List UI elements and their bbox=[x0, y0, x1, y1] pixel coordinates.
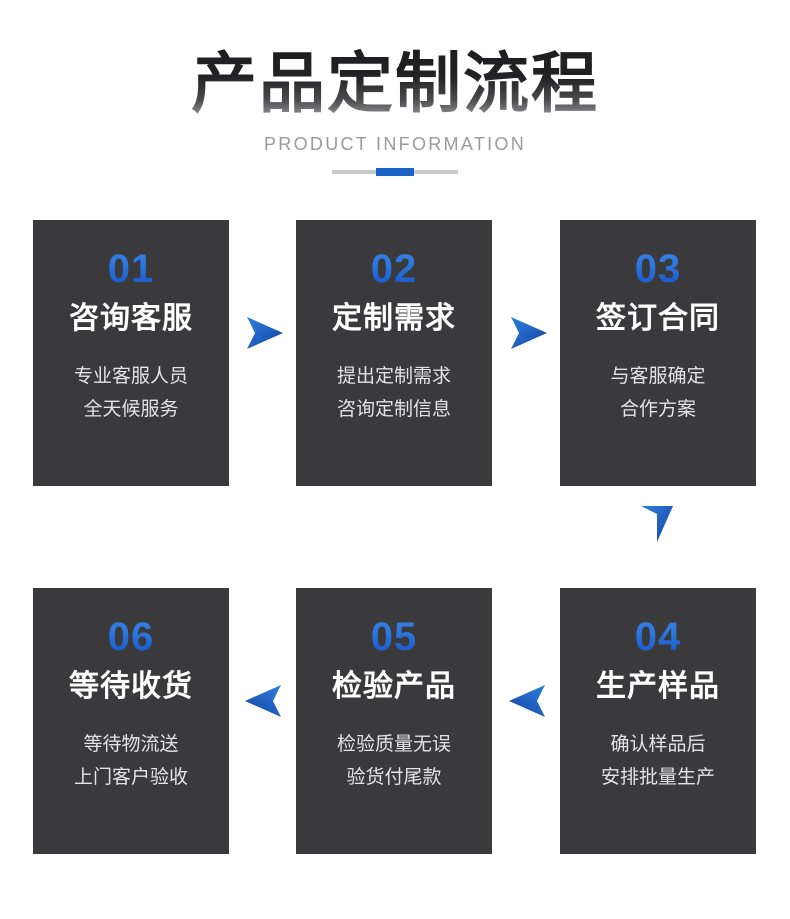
arrow-right-icon bbox=[505, 310, 551, 356]
step-title: 生产样品 bbox=[596, 670, 720, 703]
step-number: 05 bbox=[370, 615, 418, 659]
step-desc-line1: 确认样品后 bbox=[610, 734, 706, 755]
step-desc-line1: 提出定制需求 bbox=[336, 366, 451, 387]
step-title: 等待收货 bbox=[69, 670, 193, 703]
step-desc-line2: 上门客户验收 bbox=[73, 767, 188, 788]
arrow-left-icon bbox=[505, 678, 551, 724]
step-number: 04 bbox=[634, 615, 682, 659]
arrow-right-icon bbox=[241, 310, 287, 356]
step-number: 02 bbox=[370, 247, 418, 291]
step-number: 06 bbox=[107, 615, 155, 659]
step-number: 01 bbox=[107, 247, 155, 291]
flow-step-card-03[interactable]: 03 签订合同 与客服确定 合作方案 bbox=[560, 220, 756, 486]
page-title: 产品定制流程 bbox=[0, 44, 790, 122]
arrow-down-icon bbox=[634, 500, 680, 546]
step-desc-line2: 验货付尾款 bbox=[346, 767, 442, 788]
step-number: 03 bbox=[634, 247, 682, 291]
title-divider bbox=[332, 168, 458, 176]
step-title: 定制需求 bbox=[332, 302, 456, 335]
step-desc-line1: 等待物流送 bbox=[83, 734, 179, 755]
flow-step-card-06[interactable]: 06 等待收货 等待物流送 上门客户验收 bbox=[33, 588, 229, 854]
page-header: 产品定制流程 PRODUCT INFORMATION bbox=[0, 0, 790, 200]
page-subtitle: PRODUCT INFORMATION bbox=[263, 134, 527, 154]
arrow-left-icon bbox=[241, 678, 287, 724]
flow-step-card-05[interactable]: 05 检验产品 检验质量无误 验货付尾款 bbox=[296, 588, 492, 854]
step-desc-line2: 全天候服务 bbox=[83, 399, 179, 420]
step-desc-line2: 安排批量生产 bbox=[600, 767, 715, 788]
step-title: 检验产品 bbox=[332, 670, 456, 703]
step-desc-line1: 与客服确定 bbox=[610, 366, 706, 387]
flow-step-card-02[interactable]: 02 定制需求 提出定制需求 咨询定制信息 bbox=[296, 220, 492, 486]
step-desc-line2: 咨询定制信息 bbox=[336, 399, 451, 420]
step-title: 咨询客服 bbox=[69, 302, 193, 335]
step-title: 签订合同 bbox=[596, 302, 720, 335]
flow-step-card-04[interactable]: 04 生产样品 确认样品后 安排批量生产 bbox=[560, 588, 756, 854]
step-desc-line1: 专业客服人员 bbox=[73, 366, 188, 387]
step-desc-line1: 检验质量无误 bbox=[336, 734, 451, 755]
title-divider-accent bbox=[376, 168, 414, 176]
flow-step-card-01[interactable]: 01 咨询客服 专业客服人员 全天候服务 bbox=[33, 220, 229, 486]
step-desc-line2: 合作方案 bbox=[619, 399, 696, 420]
